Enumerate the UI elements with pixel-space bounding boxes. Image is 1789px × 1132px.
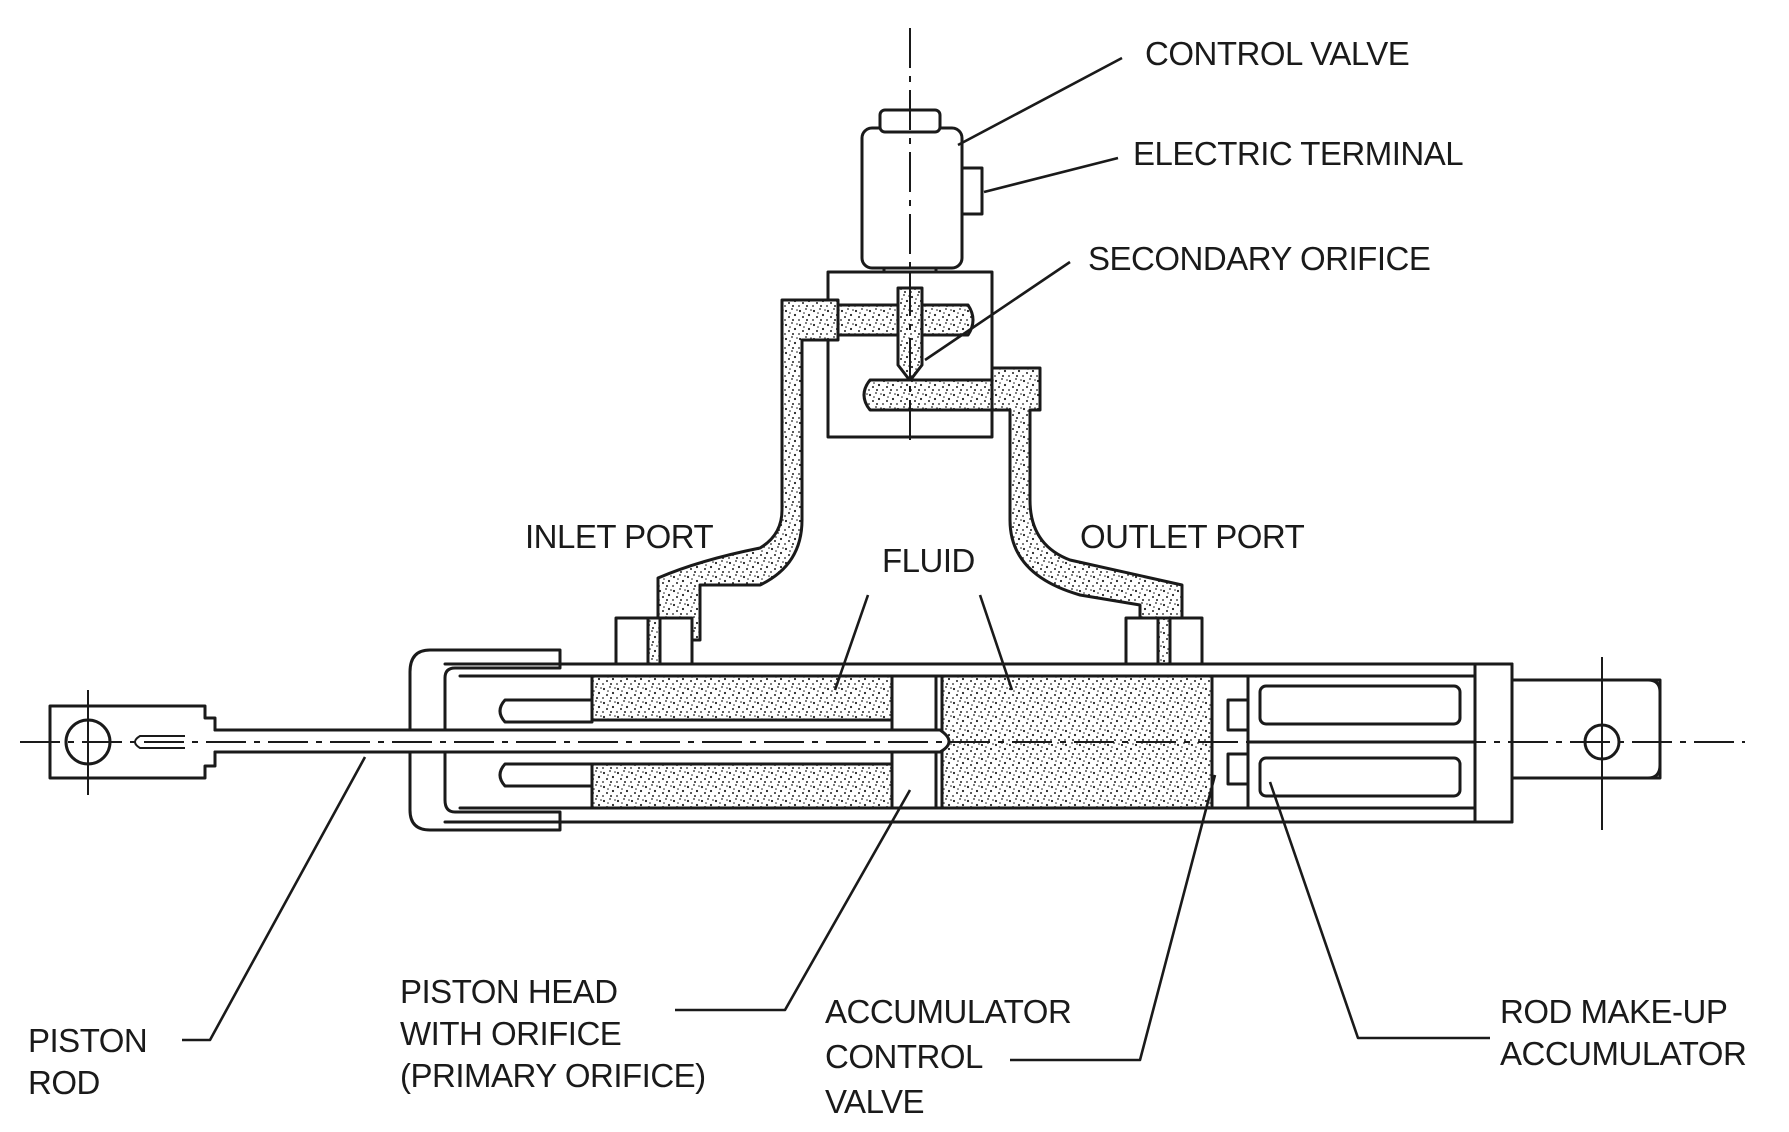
- center-lines: [20, 28, 1745, 743]
- label-piston-head-line-3: (PRIMARY ORIFICE): [400, 1057, 706, 1094]
- left-chamber-fluid: [498, 674, 894, 810]
- inlet-passage: [614, 298, 840, 666]
- outlet-passage: [990, 366, 1204, 666]
- label-accumulator-control-valve-line-2: CONTROL: [825, 1038, 983, 1075]
- label-electric-terminal: ELECTRIC TERMINAL: [1133, 135, 1463, 172]
- label-accumulator-control-valve-line-3: VALVE: [825, 1083, 924, 1120]
- label-fluid: FLUID: [882, 542, 975, 579]
- label-rod-makeup-accumulator-line-1: ROD MAKE-UP: [1500, 993, 1727, 1030]
- label-secondary-orifice: SECONDARY ORIFICE: [1088, 240, 1430, 277]
- right-mount-eye: [1510, 657, 1662, 830]
- electric-terminal: [960, 166, 984, 216]
- label-outlet-port: OUTLET PORT: [1080, 518, 1305, 555]
- label-piston-head-line-2: WITH ORIFICE: [400, 1015, 621, 1052]
- label-rod-makeup-accumulator-line-2: ACCUMULATOR: [1500, 1035, 1746, 1072]
- label-inlet-port: INLET PORT: [525, 518, 714, 555]
- label-control-valve: CONTROL VALVE: [1145, 35, 1409, 72]
- label-piston-rod-line-2: ROD: [28, 1064, 100, 1101]
- label-piston-head-line-1: PISTON HEAD: [400, 973, 618, 1010]
- control-valve: [860, 108, 964, 286]
- leader-lines: [182, 56, 1490, 1062]
- label-accumulator-control-valve-line-1: ACCUMULATOR: [825, 993, 1071, 1030]
- label-piston-rod-line-1: PISTON: [28, 1022, 147, 1059]
- piston-rod: [48, 690, 951, 795]
